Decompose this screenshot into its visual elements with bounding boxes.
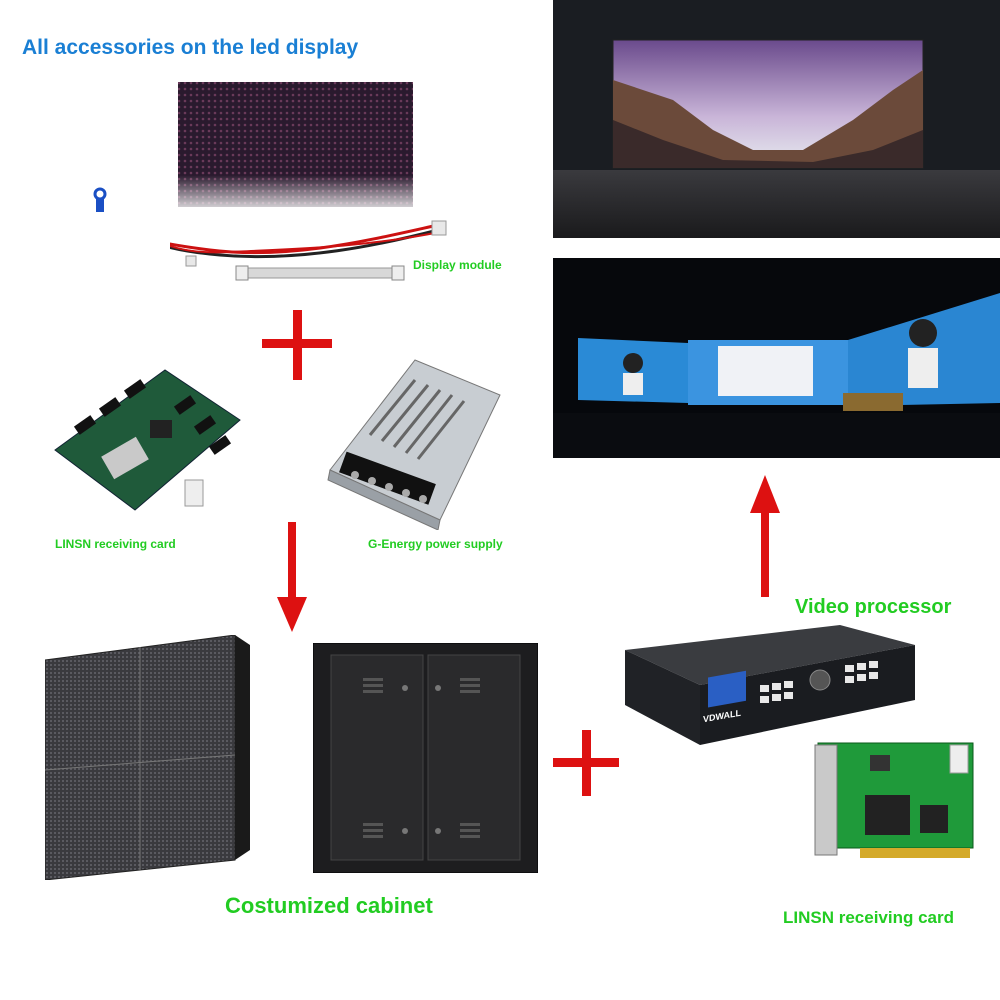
plus-icon — [553, 730, 619, 796]
cabinet-back-image — [313, 643, 538, 873]
receiving-card-label-top: LINSN receiving card — [55, 537, 176, 551]
cable-terminals — [0, 180, 140, 260]
display-module-image — [170, 80, 500, 295]
video-processor-label: Video processor — [795, 596, 952, 618]
power-supply-image — [320, 355, 505, 530]
receiving-card-label-bottom: LINSN receiving card — [783, 908, 955, 927]
cabinet-label: Costumized cabinet — [225, 893, 433, 918]
sending-card-image — [810, 735, 980, 870]
arrow-down-icon — [277, 522, 307, 632]
led-cabinet-image — [45, 635, 255, 880]
plus-icon — [262, 310, 332, 380]
receiving-card-image — [45, 360, 245, 525]
display-module-label: Display module — [413, 258, 502, 272]
page-title: All accessories on the led display — [22, 36, 359, 59]
led-wall-photo-conference — [553, 258, 1000, 458]
led-wall-photo-top — [553, 0, 1000, 238]
power-supply-label: G-Energy power supply — [368, 537, 503, 551]
arrow-up-icon — [750, 475, 780, 597]
video-processor-image — [620, 625, 920, 755]
